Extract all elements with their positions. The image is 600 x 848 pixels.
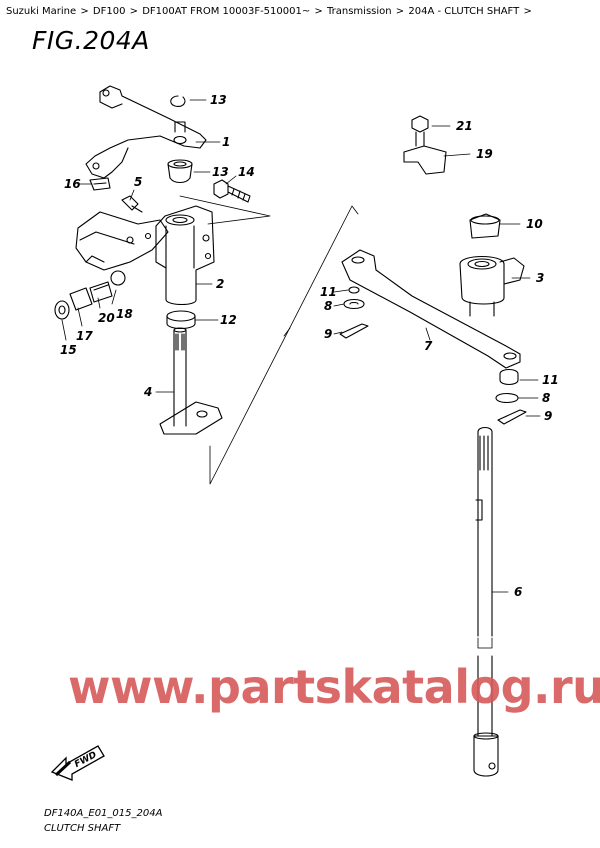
bolt-upper (411, 115, 429, 147)
breadcrumb-item[interactable]: DF100 (92, 6, 126, 17)
link-rod (341, 249, 521, 369)
washer (499, 368, 519, 386)
plug (469, 213, 501, 239)
callout-11[interactable]: 11 (542, 373, 559, 387)
cotter-pin (497, 409, 527, 425)
breadcrumb-item[interactable]: DF100AT FROM 10003F-510001~ (142, 6, 311, 17)
breadcrumb-separator: > (523, 6, 532, 17)
callout-3[interactable]: 3 (536, 271, 544, 285)
callout-7[interactable]: 7 (424, 339, 433, 353)
bushing (167, 159, 193, 184)
diagram-code: DF140A_E01_015_204A (44, 808, 163, 819)
callout-17[interactable]: 17 (76, 329, 93, 343)
clamp (403, 145, 447, 175)
callout-4[interactable]: 4 (143, 385, 152, 399)
breadcrumb-separator: > (314, 6, 323, 17)
watermark: www.partskatalog.ru (68, 660, 600, 714)
breadcrumb-separator: > (80, 6, 89, 17)
callout-19[interactable]: 19 (476, 147, 493, 161)
callout-9[interactable]: 9 (544, 409, 552, 423)
callout-21[interactable]: 21 (456, 119, 473, 133)
cotter-pin (339, 323, 369, 339)
breadcrumb-separator: > (129, 6, 139, 17)
callout-1[interactable]: 1 (222, 135, 230, 149)
breadcrumb: Suzuki Marine > DF100 > DF100AT FROM 100… (6, 6, 533, 17)
bushing-lower (166, 310, 196, 330)
washer (343, 298, 365, 310)
breadcrumb-separator: > (395, 6, 405, 17)
callout-12[interactable]: 12 (220, 313, 237, 327)
shift-lever (459, 255, 525, 317)
callout-13[interactable]: 13 (212, 165, 229, 179)
breadcrumb-item[interactable]: Transmission (327, 6, 392, 17)
callout-20[interactable]: 20 (98, 311, 115, 325)
diagram-name: CLUTCH SHAFT (44, 823, 121, 834)
figure-title: FIG.204A (32, 26, 150, 55)
bolt (213, 179, 251, 203)
callout-10[interactable]: 10 (526, 217, 543, 231)
clutch-housing (155, 205, 215, 306)
clutch-shaft (473, 426, 499, 777)
shift-shaft (159, 327, 223, 435)
callout-8[interactable]: 8 (324, 299, 332, 313)
fwd-arrow-icon: FWD (50, 745, 105, 781)
washer (495, 392, 519, 404)
callout-15[interactable]: 15 (60, 343, 77, 357)
callout-18[interactable]: 18 (116, 307, 133, 321)
callout-9[interactable]: 9 (324, 327, 332, 341)
callout-6[interactable]: 6 (514, 585, 522, 599)
leader-lines (61, 99, 541, 593)
callout-14[interactable]: 14 (238, 165, 255, 179)
callout-8[interactable]: 8 (542, 391, 550, 405)
shift-bracket (75, 211, 169, 271)
breadcrumb-item[interactable]: Suzuki Marine (6, 6, 77, 17)
pin (121, 195, 143, 213)
seal-parts (54, 270, 126, 320)
breadcrumb-item[interactable]: 204A - CLUTCH SHAFT (408, 6, 520, 17)
snap-ring (170, 95, 186, 107)
callout-5[interactable]: 5 (134, 175, 142, 189)
clutch-lever-bracket (85, 85, 207, 179)
washer (348, 286, 360, 294)
callout-2[interactable]: 2 (216, 277, 224, 291)
callout-13[interactable]: 13 (210, 93, 227, 107)
callout-11[interactable]: 11 (320, 285, 337, 299)
callout-16[interactable]: 16 (64, 177, 81, 191)
clip (89, 177, 111, 191)
